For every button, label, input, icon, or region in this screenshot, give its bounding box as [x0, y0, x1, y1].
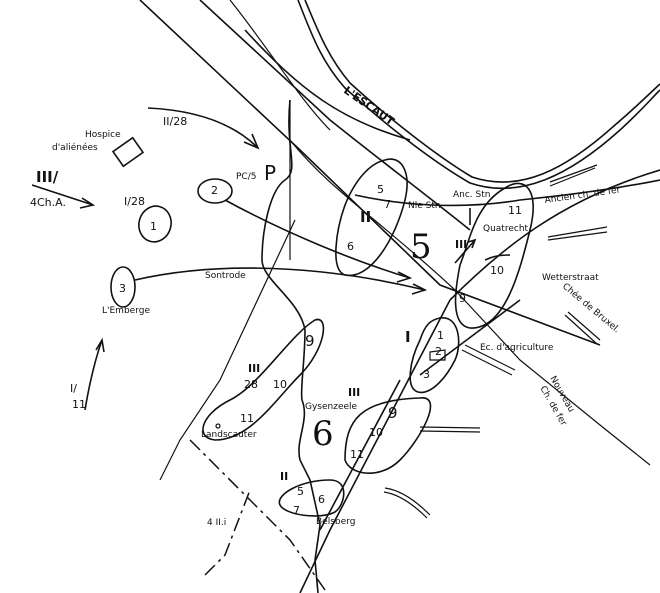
hospice-label: Hospice	[85, 130, 121, 140]
battalion-i: I	[405, 328, 411, 346]
battalion-ii-north: II	[360, 208, 371, 226]
position-number: 3	[423, 368, 430, 381]
new-station-label: Nle Stn	[408, 201, 441, 211]
position-number: 9	[305, 332, 315, 350]
river-label: L'ESCAUT	[341, 84, 397, 128]
hospice-building	[111, 136, 145, 168]
position-number: 7	[293, 504, 300, 517]
position-number: 5	[297, 485, 304, 498]
wetterstraat-label: Wetterstraat	[542, 273, 599, 283]
railway-west	[159, 219, 296, 481]
unit-iii-28-bottom: 28	[244, 378, 258, 391]
unit-i-11-bottom: 11	[72, 398, 86, 411]
position-number: 10	[490, 264, 504, 277]
position-number: 11	[240, 412, 254, 425]
sector-5: 5	[410, 227, 432, 267]
unit-iii-4cha-bottom: 4Ch.A.	[30, 196, 66, 209]
old-station-label: Anc. Stn	[453, 190, 490, 200]
unit-i-11-top: I/	[70, 382, 77, 395]
hospice-label-2: d'aliénées	[52, 142, 98, 153]
position-number: 6	[347, 240, 354, 253]
unit-iii-28-top: III	[248, 362, 260, 375]
position-number: 7	[384, 198, 391, 211]
unit-areas	[110, 158, 534, 517]
agriculture-label: Ec. d'agriculture	[480, 343, 554, 353]
pc-mark: P	[264, 161, 276, 185]
emberge-label: L'Emberge	[102, 306, 150, 316]
position-number: 11	[508, 204, 522, 217]
position-number: 5	[377, 183, 384, 196]
battalion-ii-south: II	[280, 470, 288, 483]
landscauter-dot	[215, 423, 221, 429]
position-number: 9	[459, 292, 466, 305]
position-number: 1	[150, 220, 157, 233]
unit-i-28: I/28	[124, 195, 145, 208]
position-number: 10	[369, 426, 383, 439]
unit-4ii-label: 4 II.i	[207, 518, 226, 528]
unit-iii-4cha-top: III/	[36, 168, 59, 186]
position-numbers: 1 2 3 5 7 6 11 10 9 1 2 3 9 10 11 9 10 1…	[119, 183, 522, 517]
position-number: 10	[273, 378, 287, 391]
quatrecht-label: Quatrecht	[483, 224, 529, 234]
unit-ii-28: II/28	[163, 115, 187, 128]
front-line	[189, 439, 326, 591]
belsberg-label: Belsberg	[316, 517, 355, 527]
position-number: 2	[211, 184, 218, 197]
battalion-iii-east: III	[455, 238, 467, 251]
attack-arrows	[31, 107, 608, 519]
chaussee-label: Chée de Bruxel.	[560, 281, 622, 335]
position-number: 11	[350, 448, 364, 461]
position-number: 9	[388, 404, 398, 422]
gysenzeele-label: Gysenzeele	[305, 402, 358, 412]
front-line-4ii	[204, 489, 251, 576]
position-number: 3	[119, 282, 126, 295]
pc-label: PC/5	[236, 172, 256, 182]
position-number: 2	[435, 345, 442, 358]
sector-6: 6	[312, 414, 334, 454]
river-escaut	[297, 0, 660, 190]
landscauter-label: Landscauter	[201, 430, 257, 440]
sontrode-label: Sontrode	[205, 271, 246, 281]
position-number: 6	[318, 493, 325, 506]
old-railway-label: Ancien ch. de fer	[544, 185, 621, 206]
position-number: 1	[437, 329, 444, 342]
battalion-iii-south: III	[348, 386, 360, 399]
road-pc-to-gysenzeele	[261, 99, 321, 593]
